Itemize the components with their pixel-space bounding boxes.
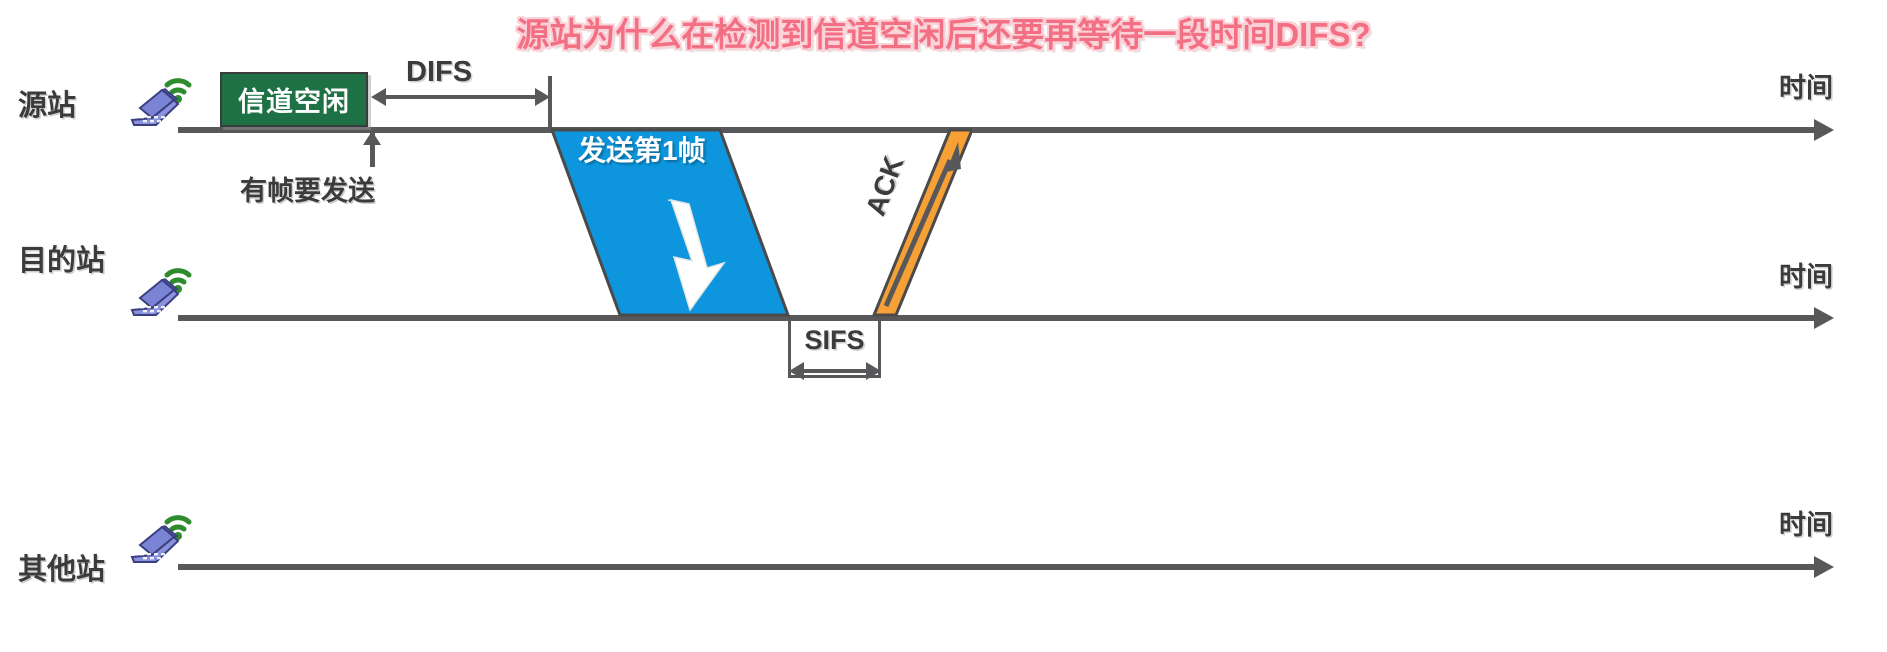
frame-transmission-shape [549, 128, 791, 317]
laptop-wifi-icon-source [126, 68, 198, 135]
frame-ready-pointer-head [363, 131, 381, 145]
difs-arrow-right [535, 88, 550, 106]
sifs-arrow-right [866, 362, 881, 380]
time-axis-label-destination: 时间 [1779, 262, 1833, 292]
timeline-arrowhead-source [1814, 119, 1834, 141]
sifs-label: SIFS [804, 325, 865, 355]
difs-measure-line [384, 95, 544, 99]
timeline-arrowhead-other [1814, 556, 1834, 578]
sifs-arrow-left [789, 362, 804, 380]
frame-transmission-label: 发送第1帧 [578, 135, 706, 166]
timeline-axis-destination [178, 315, 1816, 321]
difs-end-tick [548, 76, 552, 128]
sifs-measure-line [800, 369, 868, 373]
channel-idle-box: 信道空闲 [220, 72, 368, 127]
difs-arrow-left [371, 88, 386, 106]
difs-label: DIFS [406, 56, 473, 88]
timeline-arrowhead-destination [1814, 307, 1834, 329]
ack-transmission-shape [871, 128, 972, 317]
row-label-destination: 目的站 [18, 245, 106, 277]
timeline-axis-source [178, 127, 1816, 133]
timeline-axis-other [178, 564, 1816, 570]
laptop-wifi-icon-destination [126, 258, 198, 325]
time-axis-label-other: 时间 [1779, 510, 1833, 540]
frame-ready-note: 有帧要发送 [240, 176, 375, 206]
laptop-wifi-icon-other [126, 505, 198, 572]
row-label-other: 其他站 [18, 554, 106, 586]
row-label-source: 源站 [18, 90, 77, 122]
sifs-box [788, 318, 881, 378]
page-title: 源站为什么在检测到信道空闲后还要再等待一段时间DIFS? [516, 16, 1371, 53]
frame-ready-pointer-stem [370, 131, 375, 167]
time-axis-label-source: 时间 [1779, 73, 1833, 103]
